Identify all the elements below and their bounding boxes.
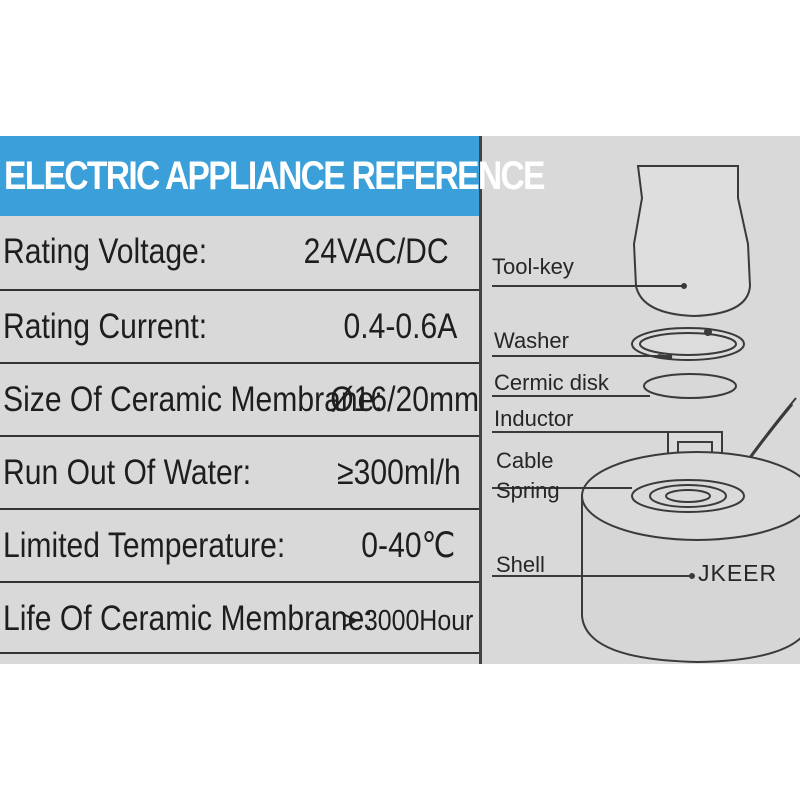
spec-row-membrane-life: Life Of Ceramic Membrane: > 3000Hour	[0, 581, 479, 654]
spec-value: ≥300ml/h	[337, 453, 461, 492]
ceramic-disk-shape	[643, 373, 737, 399]
spec-value: 0.4-0.6A	[343, 307, 457, 346]
spec-row-water-output: Run Out Of Water: ≥300ml/h	[0, 435, 479, 508]
label-shell: Shell	[496, 552, 545, 577]
label-ceramic-disk: Cermic disk	[494, 370, 609, 395]
label-inductor: Inductor	[494, 406, 574, 431]
spec-value: 24VAC/DC	[304, 232, 449, 271]
spec-label: Rating Current:	[3, 307, 208, 346]
spec-table: ELECTRIC APPLIANCE REFERENCE Rating Volt…	[0, 136, 545, 664]
spec-row-temperature: Limited Temperature: 0-40℃	[0, 508, 479, 581]
spec-row-membrane-size: Size Of Ceramic Membrane: Ø16/20mm	[0, 362, 479, 435]
spec-value: Ø16/20mm	[330, 380, 479, 419]
spec-value: > 3000Hour	[341, 605, 473, 637]
label-washer: Washer	[494, 328, 569, 353]
spring-shape	[631, 479, 745, 513]
spec-title: ELECTRIC APPLIANCE REFERENCE	[4, 153, 545, 198]
spec-label: Rating Voltage:	[3, 232, 208, 271]
spec-value: 0-40℃	[360, 526, 455, 565]
spec-label: Limited Temperature:	[3, 526, 286, 565]
spec-header: ELECTRIC APPLIANCE REFERENCE	[0, 136, 545, 216]
spec-label: Size Of Ceramic Membrane:	[3, 380, 383, 419]
label-spring: Spring	[496, 478, 560, 503]
tool-key-shape	[632, 165, 752, 318]
spec-row-current: Rating Current: 0.4-0.6A	[0, 289, 479, 362]
reference-card: ELECTRIC APPLIANCE REFERENCE Rating Volt…	[0, 136, 800, 664]
spec-row-voltage: Rating Voltage: 24VAC/DC	[0, 216, 479, 289]
brand-label: JKEER	[698, 560, 778, 586]
label-tool-key: Tool-key	[492, 254, 574, 279]
shell-shape	[581, 496, 800, 664]
label-cable: Cable	[496, 448, 554, 473]
diagram-drawing	[492, 165, 800, 664]
spec-label: Run Out Of Water:	[3, 453, 252, 492]
spec-label: Life Of Ceramic Membrane:	[3, 599, 373, 638]
exploded-diagram: Tool-key Washer Cermic disk Inductor Cab…	[482, 136, 800, 664]
